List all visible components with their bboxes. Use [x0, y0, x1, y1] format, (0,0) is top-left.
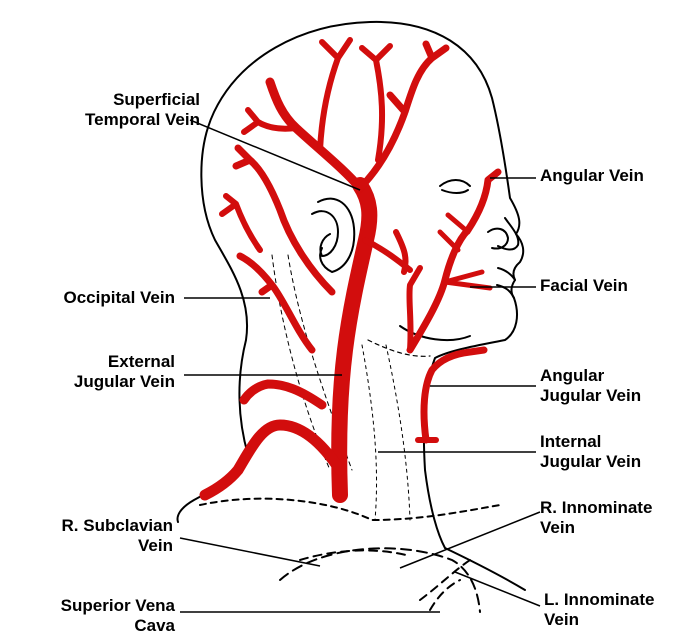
vein-network [205, 40, 498, 495]
temporal-crown-branch [362, 46, 390, 160]
label-l-innominate-vein: L. Innominate Vein [544, 590, 655, 630]
label-occipital-vein: Occipital Vein [10, 288, 175, 308]
posterior-auricular-branch [236, 148, 332, 292]
inner-jaw [368, 340, 430, 356]
sternum-arch [280, 548, 480, 612]
label-internal-jugular-vein: Internal Jugular Vein [540, 432, 641, 472]
leader-r-subclavian [180, 538, 320, 566]
label-facial-vein: Facial Vein [540, 276, 628, 296]
subclavian-branch [205, 425, 340, 495]
clavicle-outline [200, 499, 500, 520]
temporal-front-branch [360, 44, 446, 188]
occipital-lower [222, 196, 260, 250]
trachea-lines [362, 345, 410, 520]
ear-outer [318, 199, 354, 272]
temporal-upper-branch [320, 40, 350, 150]
label-angular-vein: Angular Vein [540, 166, 644, 186]
leader-l-innominate [455, 572, 540, 606]
innominate-dashed [300, 550, 470, 610]
label-angular-jugular-vein: Angular Jugular Vein [540, 366, 641, 406]
facial-vein [410, 172, 498, 350]
label-r-subclavian-vein: R. Subclavian Vein [10, 516, 173, 556]
back-neck-vein [244, 384, 322, 405]
label-superficial-temporal-vein: Superficial Temporal Vein [40, 90, 200, 130]
ear-inner [312, 211, 338, 256]
label-r-innominate-vein: R. Innominate Vein [540, 498, 652, 538]
label-superior-vena-cava: Superior Vena Cava [10, 596, 175, 635]
occipital-branch [240, 256, 312, 350]
eyelid [440, 180, 470, 193]
label-external-jugular-vein: External Jugular Vein [20, 352, 175, 392]
nose [498, 218, 518, 250]
